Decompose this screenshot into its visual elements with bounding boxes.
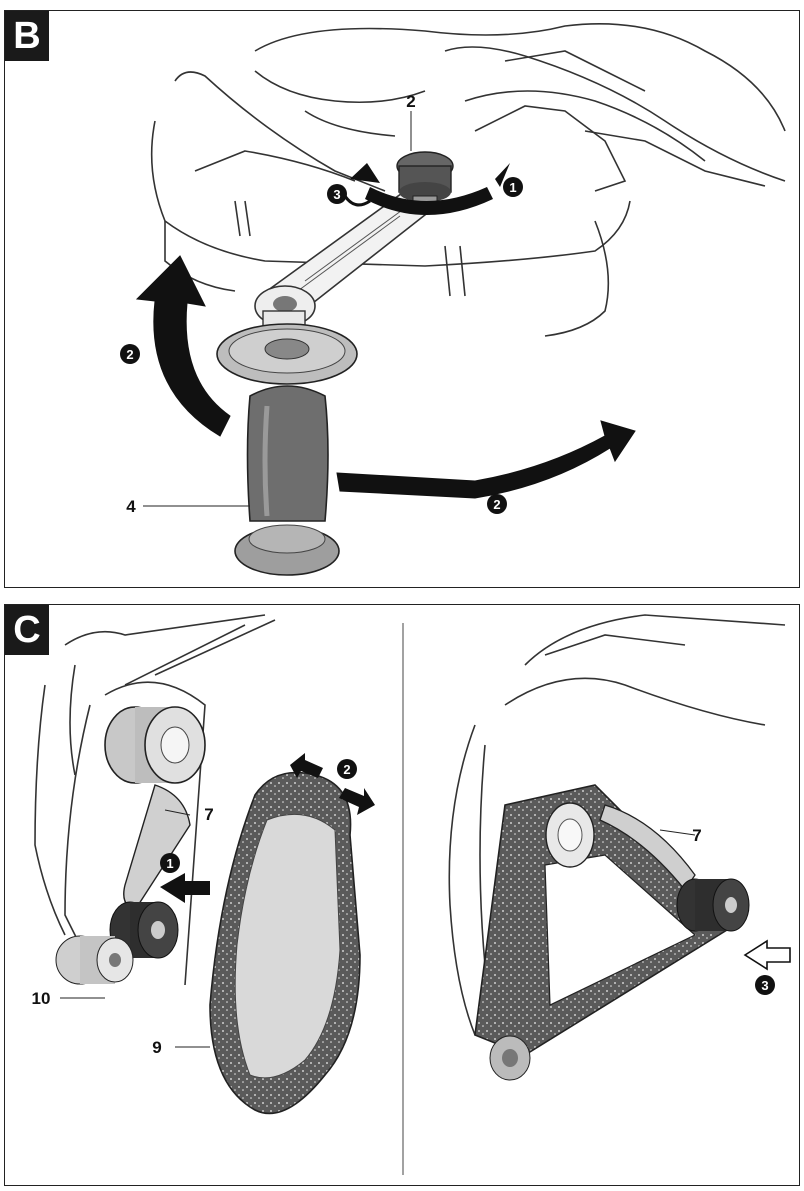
callout-guard-left: 7	[204, 805, 213, 824]
belt-attachment-left	[34, 614, 276, 986]
callout-guard-right: 7	[692, 826, 701, 845]
tension-roller-left	[109, 901, 179, 959]
callout-belt: 9	[152, 1038, 161, 1057]
step-marker-2b	[487, 494, 507, 514]
tension-arrow	[743, 939, 791, 971]
panel-c-badge: C	[5, 605, 49, 655]
callout-handle: 4	[126, 497, 136, 516]
step-label-c2: 2	[343, 762, 350, 777]
step-label-2b: 2	[493, 497, 500, 512]
idler-roller-left	[55, 935, 134, 985]
panel-b-badge: B	[5, 11, 49, 61]
step-marker-c3	[755, 975, 775, 995]
sanding-belt	[209, 771, 361, 1115]
side-handle	[216, 323, 358, 576]
clamp-knob	[396, 151, 454, 211]
step-label-3: 3	[333, 187, 340, 202]
step-label-1: 1	[509, 180, 516, 195]
insert-arrows	[160, 753, 375, 903]
step-label-c3: 3	[761, 978, 768, 993]
leader-lines-c	[60, 809, 696, 1048]
callout-knob: 2	[406, 92, 415, 111]
step-marker-3	[327, 184, 347, 204]
step-label-c1: 1	[166, 856, 173, 871]
panel-c-illustration: 1 2 3 7 10 9 7	[32, 614, 791, 1175]
step-label-2a: 2	[126, 347, 133, 362]
figure-panel-b: B	[4, 10, 800, 588]
belt-attachment-right	[448, 614, 786, 1036]
grinder-housing	[150, 22, 786, 337]
step-markers-c: 1 2 3	[160, 759, 775, 995]
leader-lines	[143, 111, 412, 507]
figure-panel-c: C	[4, 604, 800, 1186]
installed-belt	[474, 784, 737, 1056]
step-marker-1	[503, 177, 523, 197]
step-markers: 3 1 2 2	[120, 177, 523, 514]
panel-b-illustration: 3 1 2 2 2 4	[120, 22, 786, 576]
drive-roller-left	[104, 706, 206, 784]
callout-roller: 10	[32, 989, 51, 1008]
step-marker-c2	[337, 759, 357, 779]
drive-roller-right	[545, 802, 595, 868]
swivel-arrows	[135, 255, 636, 499]
step-marker-2a	[120, 344, 140, 364]
idler-roller-right	[489, 1035, 531, 1081]
tension-roller-right	[676, 878, 750, 932]
step-marker-c1	[160, 853, 180, 873]
rotation-arrows	[343, 163, 510, 215]
